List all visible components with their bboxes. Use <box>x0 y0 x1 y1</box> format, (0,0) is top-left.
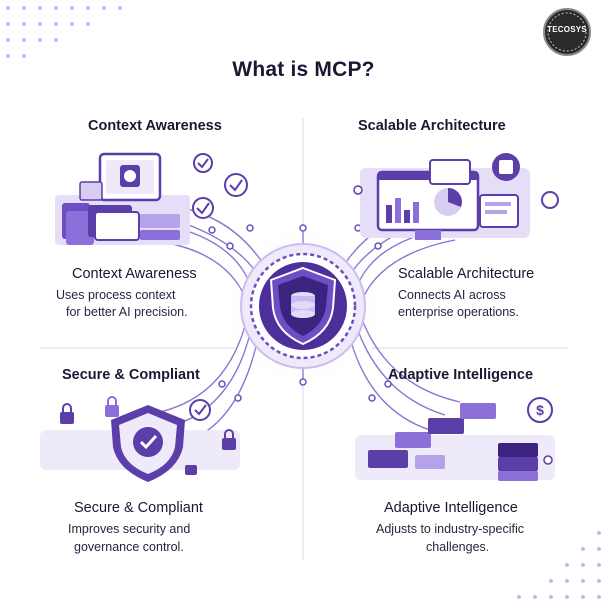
quadrant-description-secure-compliant-line-1: Improves security and <box>68 522 191 536</box>
svg-text:$: $ <box>536 402 544 418</box>
quadrant-description-adaptive-intelligence-line-1: Adjusts to industry-specific <box>376 522 524 536</box>
quadrant-subheading-adaptive-intelligence: Adaptive Intelligence <box>384 500 518 516</box>
tecosys-logo-badge <box>543 8 591 56</box>
quadrant-description-scalable-architecture-line-1: Connects AI across <box>398 288 506 302</box>
quadrant-heading-secure-compliant: Secure & Compliant <box>62 367 200 383</box>
quadrant-description-context-awareness-line-2: for better AI precision. <box>66 305 188 319</box>
quadrant-subheading-secure-compliant: Secure & Compliant <box>74 500 203 516</box>
quadrant-heading-context-awareness: Context Awareness <box>88 118 222 134</box>
quadrant-heading-scalable-architecture: Scalable Architecture <box>358 118 506 134</box>
quadrant-description-adaptive-intelligence-line-2: challenges. <box>426 540 490 554</box>
dashboard-icon <box>353 153 559 240</box>
shield-check-icon <box>40 396 240 482</box>
central-hub <box>223 226 383 386</box>
quadrant-subheading-scalable-architecture: Scalable Architecture <box>398 266 535 282</box>
dot-pattern-bottom-right <box>517 531 601 599</box>
quadrant-description-scalable-architecture-line-2: enterprise operations. <box>398 305 519 319</box>
dollar-blocks-icon: $ <box>355 397 555 481</box>
quadrant-subheading-context-awareness: Context Awareness <box>72 266 197 282</box>
brain-chip-icon <box>55 152 248 245</box>
logo-text: TECOSYS <box>547 25 587 34</box>
quadrant-description-secure-compliant-line-2: governance control. <box>74 540 184 554</box>
page-title: What is MCP? <box>232 58 375 81</box>
quadrant-description-context-awareness-line-1: Uses process context <box>56 288 176 302</box>
quadrant-heading-adaptive-intelligence: Adaptive Intelligence <box>388 367 534 383</box>
dot-pattern-top-left <box>6 6 122 58</box>
